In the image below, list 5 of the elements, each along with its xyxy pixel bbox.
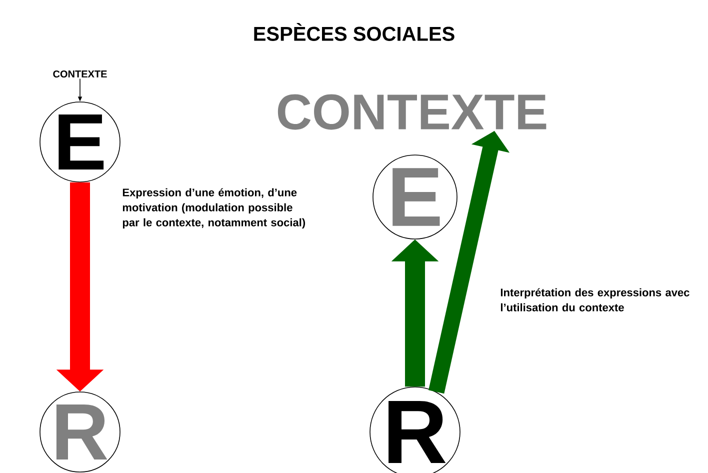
context-word: CONTEXTE bbox=[278, 94, 546, 130]
edge-label: Expression d’une émotion, d’une motivation (modulation possible par le contexte, notamment social) bbox=[122, 188, 306, 229]
context-word: CONTEXTE bbox=[53, 70, 107, 78]
edge-label: Interprétation des expressions avec l’utilisation du contexte bbox=[500, 288, 690, 312]
title: ESPÈCES SOCIALES bbox=[254, 23, 454, 41]
